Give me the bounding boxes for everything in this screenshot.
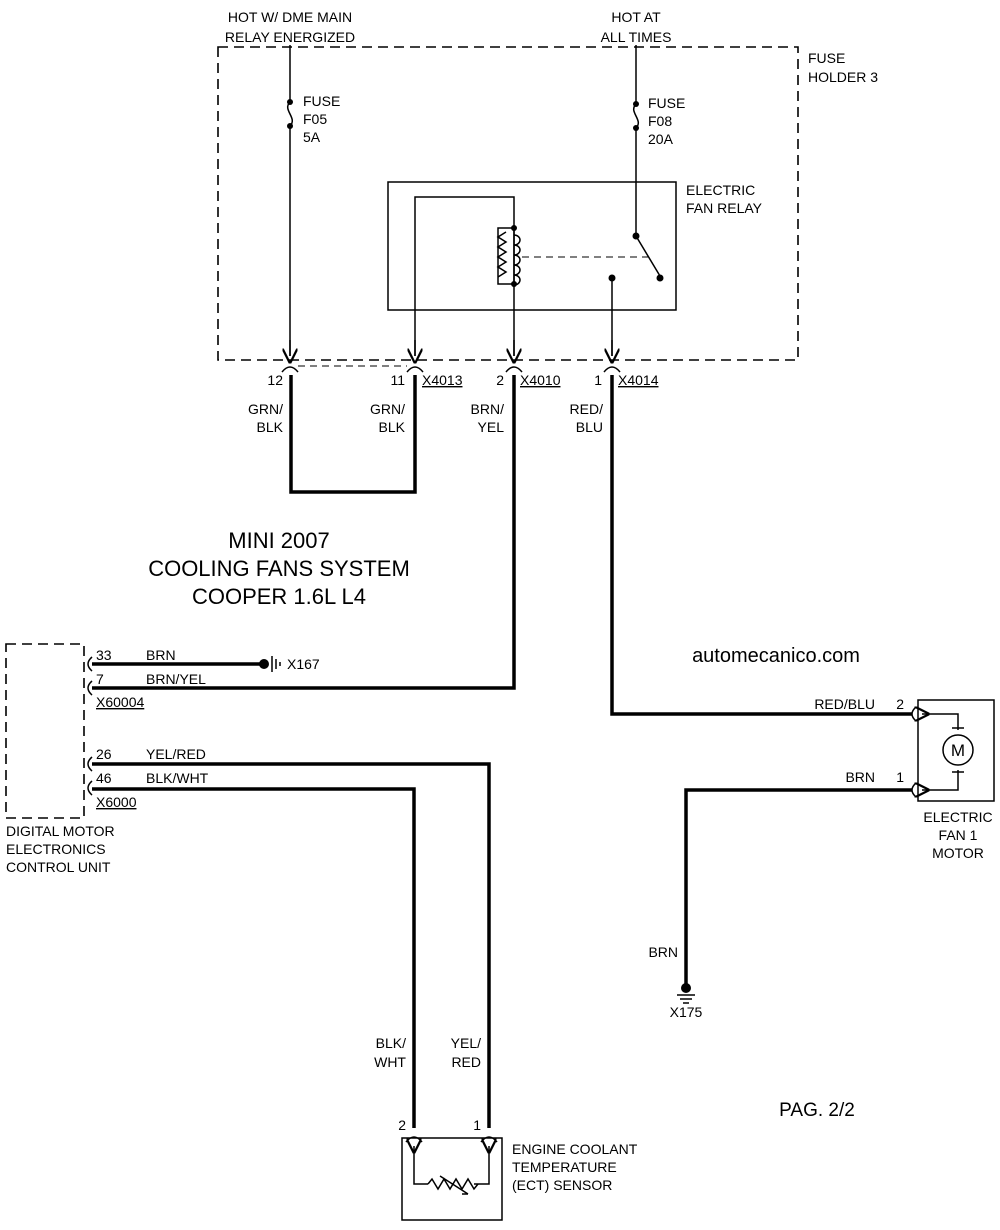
sensor-label-line2: TEMPERATURE [512,1159,617,1175]
connector-x4010: X4010 [520,372,561,388]
wire-2-line2: YEL [478,419,505,435]
ecu-label-line2: ELECTRONICS [6,841,106,857]
motor-pin-1: 1 [896,769,904,785]
ecu-wire-33: BRN [146,647,176,663]
motor-pin-2: 2 [896,696,904,712]
ecu-pin-33: 33 [96,647,112,663]
wire-1-line2: BLU [576,419,603,435]
motor-label-line2: FAN 1 [939,827,978,843]
power-left-line2: RELAY ENERGIZED [225,29,355,45]
ground-x175-dot [681,983,691,993]
pin-11-label: 11 [390,372,405,388]
pin-2-label: 2 [496,372,504,388]
pin-1-label: 1 [594,372,602,388]
connector-x4013: X4013 [422,372,463,388]
wire-12-line2: BLK [257,419,284,435]
ground-wire-label: BRN [648,944,678,960]
ect-sensor-box [401,1137,503,1221]
fuse-f08-line3: 20A [648,131,674,147]
ecu-pin-46: 46 [96,770,112,786]
wire-brn-motor-ground [684,788,912,988]
relay-box [387,181,677,311]
title-line1: MINI 2007 [228,528,330,553]
motor-connector-arcs [911,706,917,798]
motor-wire-1: BRN [845,769,875,785]
motor-wire-2: RED/BLU [814,696,875,712]
ecu-box [5,643,85,819]
ground-x167-label: X167 [287,656,320,672]
ecu-connector-x6000: X6000 [96,794,137,810]
wire-2-line1: BRN/ [471,401,505,417]
connector-arrows-top [281,340,621,373]
fuse-f08-line2: F08 [648,113,672,129]
power-right-line2: ALL TIMES [601,29,672,45]
fuse-f05-symbol [287,101,293,127]
sensor-pin-1: 1 [473,1117,481,1133]
sensor-pin-2: 2 [398,1117,406,1133]
fuse-holder-line2: HOLDER 3 [808,69,878,85]
ecu-pin-7: 7 [96,671,104,687]
ecu-label-line3: CONTROL UNIT [6,859,111,875]
motor-label-line3: MOTOR [932,845,984,861]
ecu-pin-26: 26 [96,746,112,762]
sensor-label-line1: ENGINE COOLANT [512,1141,638,1157]
fuse-f05-line1: FUSE [303,93,340,109]
wire-blk-wht [92,787,416,1128]
relay-switch-icon [635,235,661,277]
title-line3: COOPER 1.6L L4 [192,584,366,609]
sensor-wire-right-line1: YEL/ [451,1035,481,1051]
power-left-line1: HOT W/ DME MAIN [228,9,352,25]
motor-icon [942,734,974,766]
sensor-label-line3: (ECT) SENSOR [512,1177,612,1193]
page-label: PAG. 2/2 [779,1100,855,1121]
ecu-connector-arcs [87,656,93,796]
fuse-f05-line2: F05 [303,111,327,127]
relay-line1: ELECTRIC [686,182,755,198]
wire-11-line2: BLK [379,419,406,435]
fan-motor-box [917,699,995,802]
wire-grn-blk-loop [289,375,417,494]
relay-coil-icon [497,227,515,285]
power-right-line1: HOT AT [611,9,661,25]
wire-1-line1: RED/ [570,401,604,417]
wire-yel-red [92,762,491,1128]
connector-x4014: X4014 [618,372,659,388]
pin-12-label: 12 [267,372,283,388]
title-line2: COOLING FANS SYSTEM [148,556,410,581]
fuse-holder-box [217,46,799,361]
wire-12-line1: GRN/ [248,401,283,417]
ecu-connector-x60004: X60004 [96,694,144,710]
website-label: automecanico.com [692,645,860,667]
ecu-wire-46: BLK/WHT [146,770,209,786]
fuse-f08-line1: FUSE [648,95,685,111]
motor-symbol: M [951,741,965,760]
ground-x175-label: X175 [670,1004,703,1020]
ecu-wire-26: YEL/RED [146,746,206,762]
relay-line2: FAN RELAY [686,200,763,216]
fuse-f05-line3: 5A [303,129,321,145]
ground-x167-dot [259,659,269,669]
ecu-label-line1: DIGITAL MOTOR [6,823,115,839]
sensor-wire-left-line1: BLK/ [376,1035,406,1051]
fuse-f08-symbol [633,103,639,129]
motor-label-line1: ELECTRIC [923,809,992,825]
ecu-wire-7: BRN/YEL [146,671,206,687]
sensor-wire-left-line2: WHT [374,1054,406,1070]
fuse-holder-line1: FUSE [808,50,845,66]
wire-red-blu [610,375,912,716]
wire-11-line1: GRN/ [370,401,405,417]
sensor-wire-right-line2: RED [451,1054,481,1070]
wire-brn-yel [92,375,516,690]
